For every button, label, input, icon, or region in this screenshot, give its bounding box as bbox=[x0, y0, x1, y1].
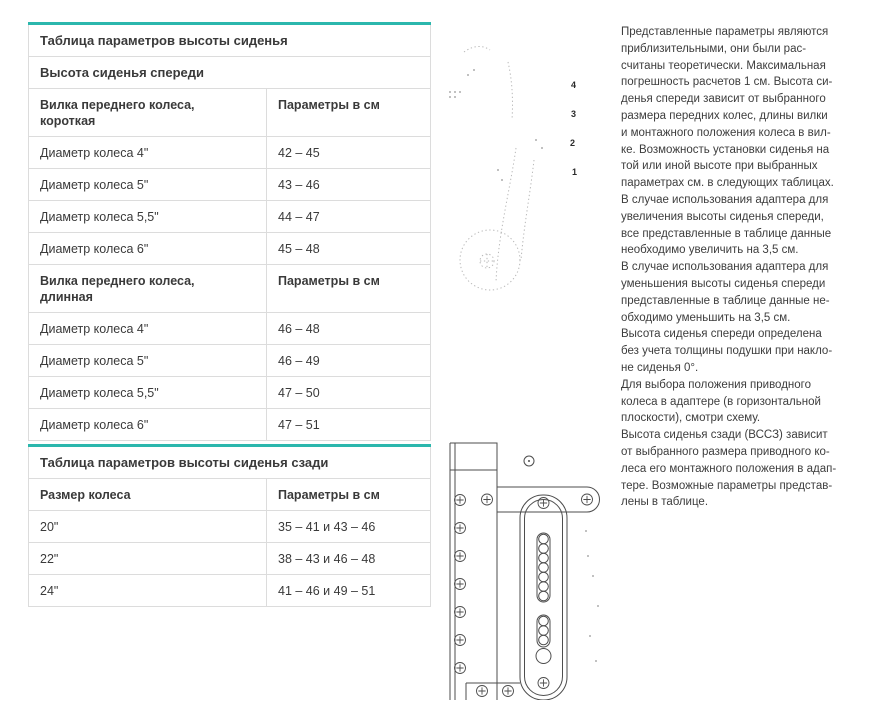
table-row: 24" 41 – 46 и 49 – 51 bbox=[28, 574, 431, 607]
cell-label: 22" bbox=[28, 542, 267, 575]
group-header-row: Вилка переднего колеса, длинная Параметр… bbox=[28, 264, 431, 313]
group-header-value: Параметры в см bbox=[266, 478, 431, 511]
cell-value: 46 – 49 bbox=[266, 344, 431, 377]
cell-label: Диаметр колеса 5,5" bbox=[28, 376, 267, 409]
group-header-value: Параметры в см bbox=[266, 264, 431, 313]
fork-position-label-1: 1 bbox=[572, 167, 578, 177]
table-row: Диаметр колеса 5" 43 – 46 bbox=[28, 168, 431, 201]
table-row: Диаметр колеса 6" 45 – 48 bbox=[28, 232, 431, 265]
cell-value: 38 – 43 и 46 – 48 bbox=[266, 542, 431, 575]
group-header-label: Вилка переднего колеса, длинная bbox=[28, 264, 267, 313]
group-header-row: Вилка переднего колеса, короткая Парамет… bbox=[28, 88, 431, 137]
table-title: Таблица параметров высоты сиденья bbox=[28, 23, 431, 57]
cell-value: 35 – 41 и 43 – 46 bbox=[266, 510, 431, 543]
cell-label: Диаметр колеса 6" bbox=[28, 408, 267, 441]
rear-adapter-drawing-image bbox=[449, 442, 600, 701]
cell-label: Диаметр колеса 5" bbox=[28, 168, 267, 201]
cell-value: 47 – 51 bbox=[266, 408, 431, 441]
cell-label: Диаметр колеса 5,5" bbox=[28, 200, 267, 233]
rear-adapter-drawing bbox=[438, 436, 613, 701]
fork-position-label-3: 3 bbox=[571, 109, 577, 119]
drawing-speckles bbox=[585, 530, 599, 662]
cell-value: 45 – 48 bbox=[266, 232, 431, 265]
table-row: 22" 38 – 43 и 46 – 48 bbox=[28, 542, 431, 575]
cell-label: 24" bbox=[28, 574, 267, 607]
table-subtitle-row: Высота сиденья спереди bbox=[28, 56, 431, 89]
table-row: Диаметр колеса 4" 46 – 48 bbox=[28, 312, 431, 345]
group-header-row: Размер колеса Параметры в см bbox=[28, 478, 431, 511]
group-header-label: Размер колеса bbox=[28, 478, 267, 511]
table-row: 20" 35 – 41 и 43 – 46 bbox=[28, 510, 431, 543]
group-header-value: Параметры в см bbox=[266, 88, 431, 137]
notes-text: Представленные параметры являются прибли… bbox=[621, 26, 837, 509]
table-row: Диаметр колеса 6" 47 – 51 bbox=[28, 408, 431, 441]
cell-label: Диаметр колеса 5" bbox=[28, 344, 267, 377]
table-row: Диаметр колеса 5,5" 44 – 47 bbox=[28, 200, 431, 233]
table-subtitle: Высота сиденья спереди bbox=[28, 56, 431, 89]
fork-position-label-2: 2 bbox=[570, 138, 576, 148]
front-fork-sketch: 4 3 2 1 bbox=[438, 20, 603, 320]
fork-position-label-4: 4 bbox=[571, 80, 577, 90]
table-title-row: Таблица параметров высоты сиденья сзади bbox=[28, 445, 431, 479]
table-title-row: Таблица параметров высоты сиденья bbox=[28, 23, 431, 57]
rear-seat-height-table: Таблица параметров высоты сиденья сзади … bbox=[28, 444, 431, 607]
cell-label: Диаметр колеса 4" bbox=[28, 312, 267, 345]
cell-label: Диаметр колеса 4" bbox=[28, 136, 267, 169]
front-fork-sketch-image bbox=[449, 46, 543, 291]
cell-value: 42 – 45 bbox=[266, 136, 431, 169]
cell-label: 20" bbox=[28, 510, 267, 543]
group-header-label: Вилка переднего колеса, короткая bbox=[28, 88, 267, 137]
cell-value: 46 – 48 bbox=[266, 312, 431, 345]
front-seat-height-table: Таблица параметров высоты сиденья Высота… bbox=[28, 22, 431, 441]
sketch-speckles bbox=[449, 69, 543, 181]
table-row: Диаметр колеса 5,5" 47 – 50 bbox=[28, 376, 431, 409]
cell-value: 43 – 46 bbox=[266, 168, 431, 201]
cell-value: 47 – 50 bbox=[266, 376, 431, 409]
bolt-holes bbox=[454, 493, 593, 697]
table-row: Диаметр колеса 4" 42 – 45 bbox=[28, 136, 431, 169]
cell-value: 41 – 46 и 49 – 51 bbox=[266, 574, 431, 607]
table-title: Таблица параметров высоты сиденья сзади bbox=[28, 445, 431, 479]
table-row: Диаметр колеса 5" 46 – 49 bbox=[28, 344, 431, 377]
cell-label: Диаметр колеса 6" bbox=[28, 232, 267, 265]
cell-value: 44 – 47 bbox=[266, 200, 431, 233]
